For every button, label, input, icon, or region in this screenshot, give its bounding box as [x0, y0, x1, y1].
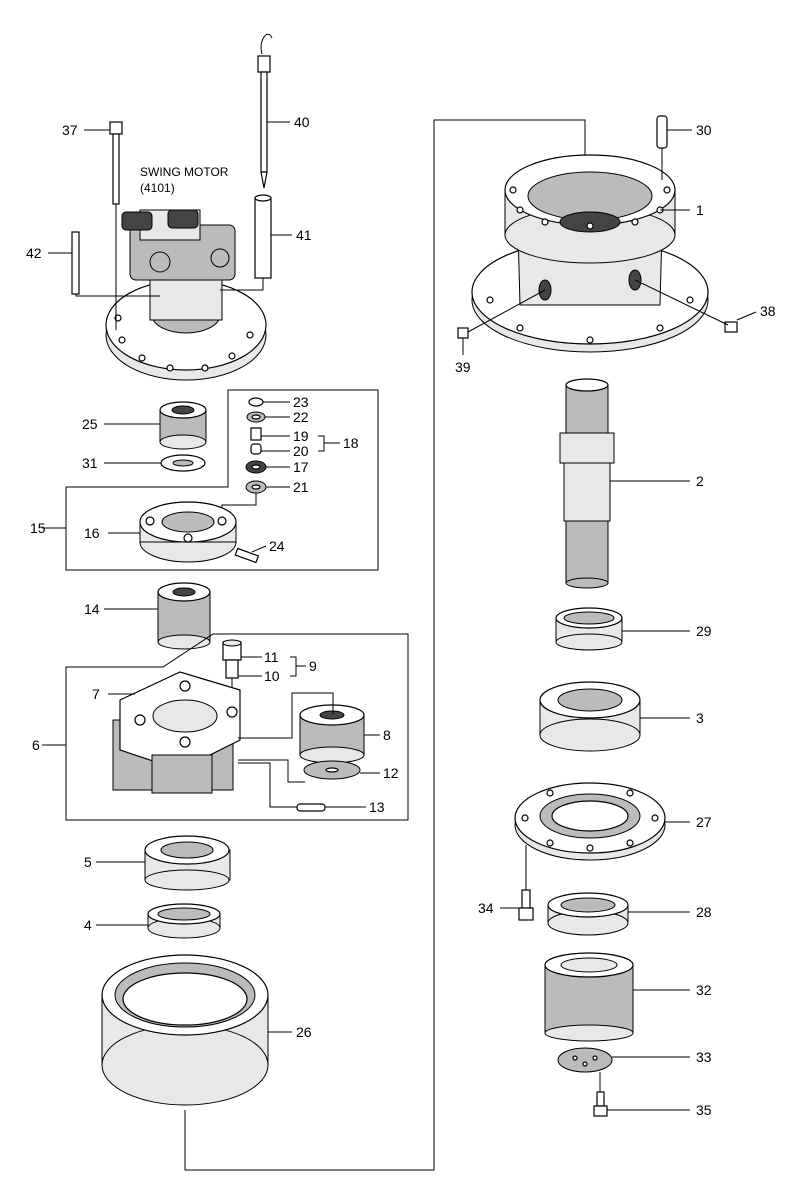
ring-gear-26: [101, 954, 269, 1106]
callout-24: 24: [269, 538, 285, 554]
gear-14: [157, 582, 211, 650]
callout-11: 11: [264, 649, 279, 665]
callout-25: 25: [82, 416, 98, 432]
ring-4: [147, 903, 221, 939]
bolt-37: [109, 121, 123, 205]
callout-18: 18: [343, 435, 359, 451]
callout-5: 5: [84, 854, 92, 870]
bearing-3: [539, 681, 641, 752]
pipe-41: [254, 194, 272, 279]
callout-1: 1: [696, 202, 704, 218]
callout-40: 40: [294, 114, 310, 130]
callout-4: 4: [84, 917, 92, 933]
callout-9: 9: [309, 658, 317, 674]
callout-29: 29: [696, 623, 712, 639]
pin-19: [250, 427, 262, 441]
swing-motor-title-line1: SWING MOTOR: [140, 165, 229, 179]
bolt-34: [518, 889, 534, 921]
callout-30: 30: [696, 122, 712, 138]
plug-38: [724, 321, 738, 333]
callout-38: 38: [760, 303, 776, 319]
callout-27: 27: [696, 814, 712, 830]
callout-19: 19: [293, 428, 309, 444]
plug-39: [457, 327, 469, 339]
gear-25: [159, 401, 207, 450]
thrust-plate-12: [303, 760, 361, 780]
callout-7: 7: [92, 686, 100, 702]
callout-12: 12: [383, 765, 399, 781]
callout-6: 6: [32, 737, 40, 753]
swing-motor: [105, 209, 267, 381]
callout-28: 28: [696, 904, 712, 920]
pin-24: [234, 547, 260, 564]
dipstick-40: [257, 33, 273, 189]
pin-10: [225, 659, 239, 679]
plate-33: [557, 1047, 613, 1073]
cover-27: [514, 782, 666, 861]
callout-23: 23: [293, 394, 309, 410]
pin-11: [222, 639, 242, 661]
callout-10: 10: [264, 668, 280, 684]
seal-28: [547, 892, 629, 936]
pin-13: [296, 803, 326, 812]
seal-ring-29: [555, 607, 623, 651]
shaft-2: [559, 378, 615, 589]
pinion-32: [544, 952, 634, 1042]
carrier-7: [112, 671, 241, 794]
callout-21: 21: [293, 479, 309, 495]
group-box-15: [65, 389, 379, 571]
callout-17: 17: [293, 459, 309, 475]
swing-motor-title-line2: (4101): [140, 181, 175, 195]
callout-20: 20: [293, 443, 309, 459]
callout-31: 31: [82, 455, 98, 471]
housing-1: [471, 154, 709, 353]
bearing-5: [144, 835, 231, 891]
washer-22: [246, 411, 266, 423]
callout-8: 8: [383, 727, 391, 743]
callout-15: 15: [30, 520, 46, 536]
callout-37: 37: [62, 122, 78, 138]
stud-42: [71, 231, 80, 295]
pin-30: [656, 115, 668, 149]
callout-34: 34: [478, 900, 494, 916]
carrier-16: [139, 501, 237, 563]
callout-22: 22: [293, 409, 309, 425]
ring-23: [248, 397, 264, 407]
callout-2: 2: [696, 473, 704, 489]
callout-33: 33: [696, 1049, 712, 1065]
group-box-6: [65, 633, 409, 821]
washer-21: [245, 480, 267, 494]
assembly-path-line: [184, 119, 586, 1171]
callout-16: 16: [84, 525, 100, 541]
washer-31: [160, 454, 206, 472]
callout-14: 14: [84, 601, 100, 617]
callout-35: 35: [696, 1102, 712, 1118]
callout-42: 42: [26, 245, 42, 261]
gear-8: [299, 704, 365, 764]
callout-26: 26: [296, 1024, 312, 1040]
callout-32: 32: [696, 982, 712, 998]
callout-13: 13: [369, 799, 385, 815]
callout-39: 39: [455, 359, 471, 375]
bearing-17: [245, 460, 267, 474]
bolt-35: [593, 1091, 608, 1117]
callout-3: 3: [696, 710, 704, 726]
callout-41: 41: [296, 227, 312, 243]
pin-20: [250, 443, 262, 455]
